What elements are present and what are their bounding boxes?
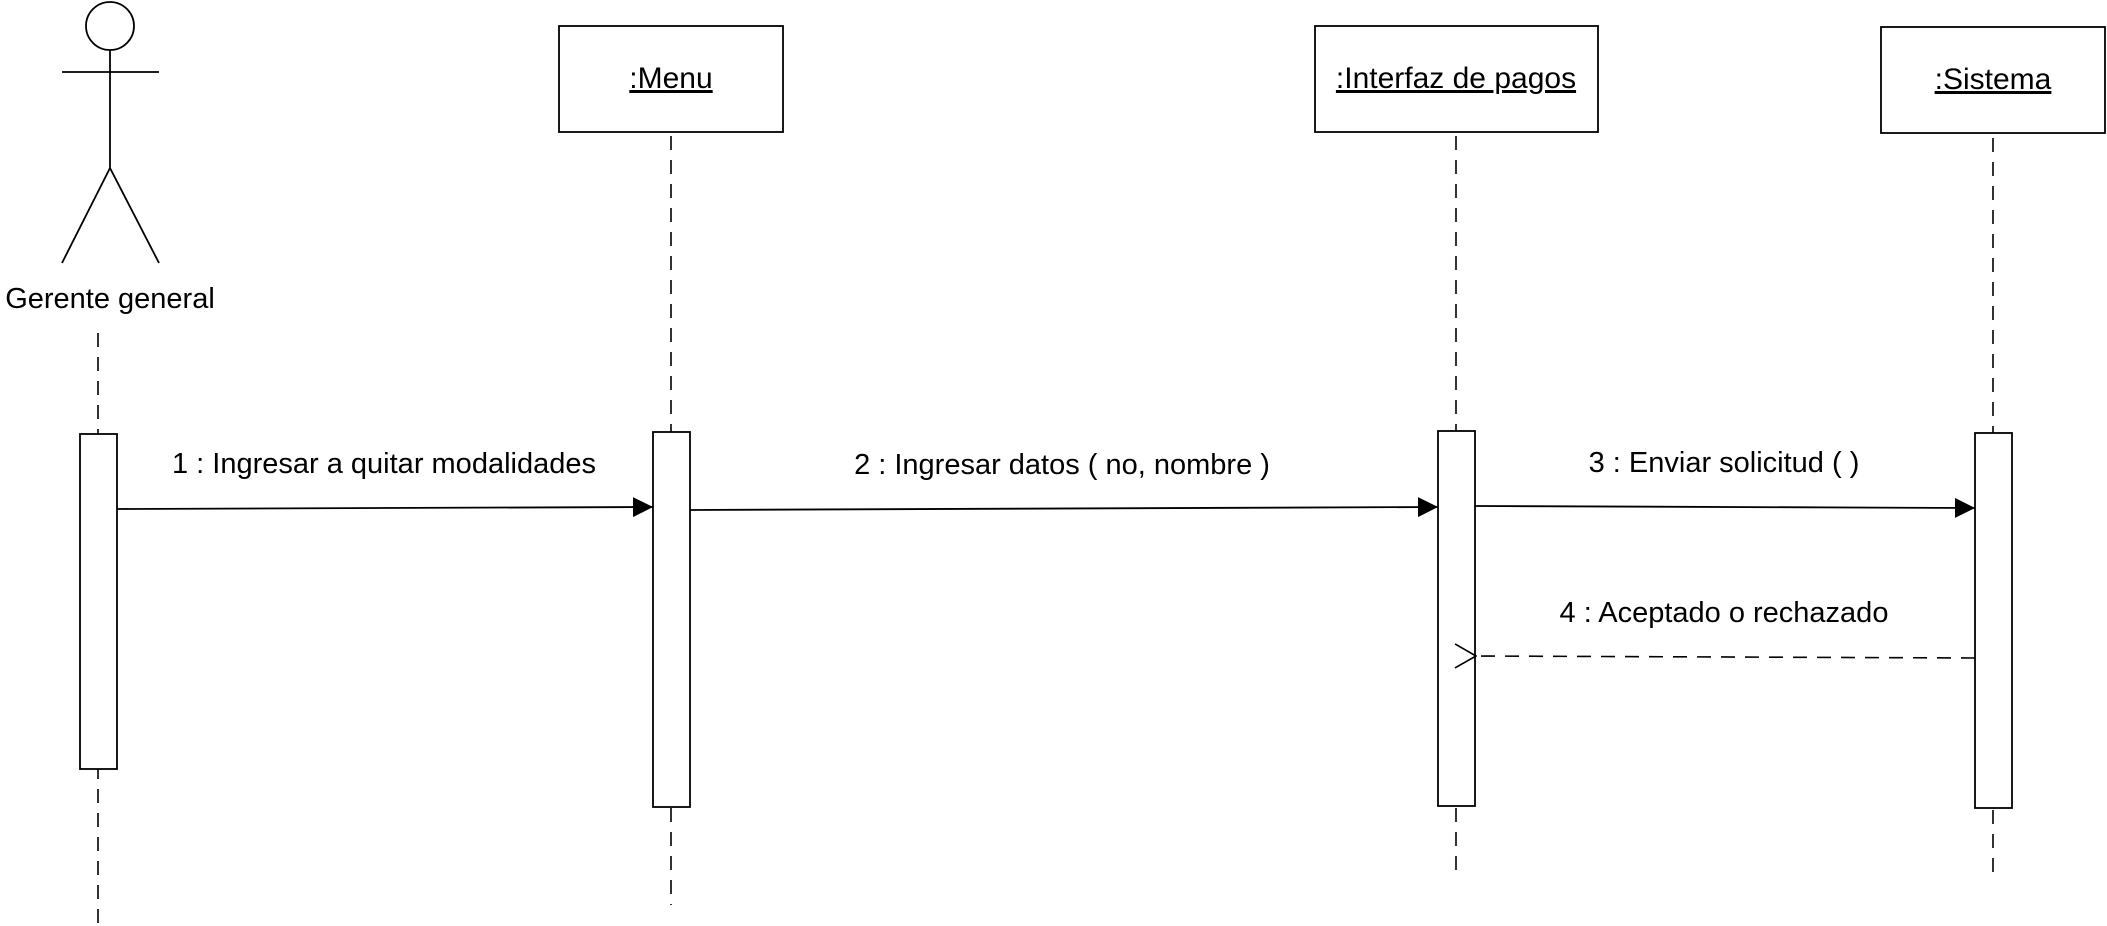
message-label: 2 : Ingresar datos ( no, nombre ): [854, 449, 1270, 481]
object-sistema: :Sistema: [1880, 26, 2106, 134]
message-arrow: [1474, 497, 1976, 518]
message-label: 4 : Aceptado o rechazado: [1560, 597, 1889, 629]
object-box: [1314, 25, 1599, 133]
object-label: :Menu: [629, 62, 712, 95]
message-1: 1 : Ingresar a quitar modalidades: [116, 448, 654, 518]
object-box: [558, 25, 784, 133]
message-return-arrow: [1476, 656, 1976, 658]
object-interfaz-de-pagos: :Interfaz de pagos: [1314, 25, 1599, 133]
message-label: 3 : Enviar solicitud ( ): [1589, 447, 1860, 479]
message-arrow: [689, 497, 1439, 518]
actor-label: Gerente general: [5, 283, 215, 315]
message-4: 4 : Aceptado o rechazado: [1476, 597, 1976, 658]
message-2: 2 : Ingresar datos ( no, nombre ): [689, 449, 1439, 518]
object-label: :Interfaz de pagos: [1336, 62, 1576, 95]
message-label: 1 : Ingresar a quitar modalidades: [172, 448, 596, 480]
message-3: 3 : Enviar solicitud ( ): [1474, 447, 1976, 518]
object-menu: :Menu: [558, 25, 784, 133]
message-arrow: [116, 497, 654, 518]
activation-bar-sistema: [1974, 432, 2013, 809]
stick-figure-icon: [61, 1, 160, 264]
activation-bar-interfaz-de-pagos: [1437, 430, 1476, 807]
object-box: [1880, 26, 2106, 134]
actor-gerente-general: Gerente general: [5, 1, 215, 315]
activation-bar-gerente-general: [79, 433, 118, 770]
object-label: :Sistema: [1935, 63, 2052, 96]
activation-bar-menu: [652, 431, 691, 808]
